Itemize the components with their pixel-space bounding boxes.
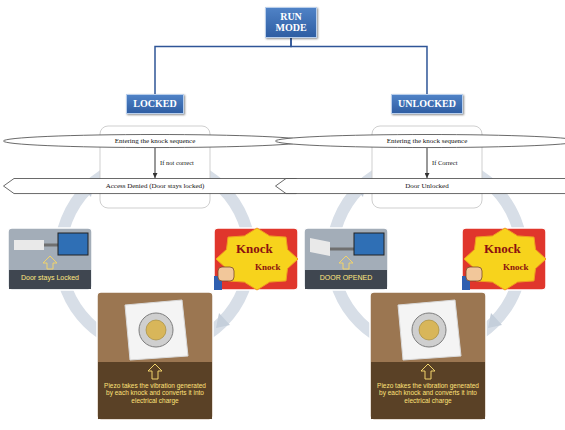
art-part <box>43 256 57 269</box>
art-part <box>8 228 92 290</box>
art-part <box>354 233 384 255</box>
tree-connector <box>155 38 291 95</box>
photo-caption: Piezo takes the vibration generated by e… <box>101 382 209 404</box>
node-text: Access Denied (Door stays locked) <box>16 182 294 190</box>
door-photo <box>304 228 388 290</box>
piezo-photo <box>370 292 486 420</box>
photo-caption: Piezo takes the vibration generated by e… <box>374 382 482 404</box>
node-text: Entering the knock sequence <box>12 137 298 145</box>
art-part <box>339 256 353 269</box>
ellipse-outline <box>4 134 307 147</box>
knock-word: Knock <box>484 242 521 257</box>
node-text: UNLOCKED <box>398 98 456 110</box>
edge-label: If not correct <box>159 159 195 166</box>
mode-box: RUN MODE <box>265 7 317 38</box>
node-text: RUN MODE <box>272 11 310 34</box>
art-part <box>305 270 387 289</box>
knock-picture <box>214 228 298 290</box>
piezo-photo <box>97 292 213 420</box>
art-part <box>304 228 388 290</box>
art-part <box>310 238 330 256</box>
node-text: Door Unlocked <box>288 182 565 190</box>
diamond-outline <box>4 178 307 193</box>
decision-diamond: Door Unlocked <box>275 178 565 194</box>
photo-caption: DOOR OPENED <box>306 274 386 282</box>
ellipse-outline <box>276 134 565 147</box>
node-text: Entering the knock sequence <box>284 137 565 145</box>
photo-caption: Door stays Locked <box>10 274 90 282</box>
art-part <box>9 270 91 289</box>
start-ellipse: Entering the knock sequence <box>275 134 565 148</box>
start-ellipse: Entering the knock sequence <box>3 134 307 148</box>
mode-box: UNLOCKED <box>391 94 463 114</box>
decision-diamond: Access Denied (Door stays locked) <box>3 178 307 194</box>
knock-picture <box>462 228 546 290</box>
mode-box: LOCKED <box>126 94 183 114</box>
knock-word: Knock <box>236 242 273 257</box>
art-part <box>330 248 354 251</box>
art-part <box>58 233 88 255</box>
door-photo <box>8 228 92 290</box>
diamond-outline <box>276 178 565 193</box>
art-part <box>44 244 58 247</box>
tree-connector <box>291 38 427 95</box>
edge-label: If Correct <box>431 159 458 166</box>
knock-word: Knock <box>503 262 529 272</box>
node-text: LOCKED <box>133 98 176 110</box>
art-part <box>14 240 44 250</box>
flow-arrow <box>155 148 156 178</box>
knock-word: Knock <box>255 262 281 272</box>
flow-arrow <box>427 148 428 178</box>
